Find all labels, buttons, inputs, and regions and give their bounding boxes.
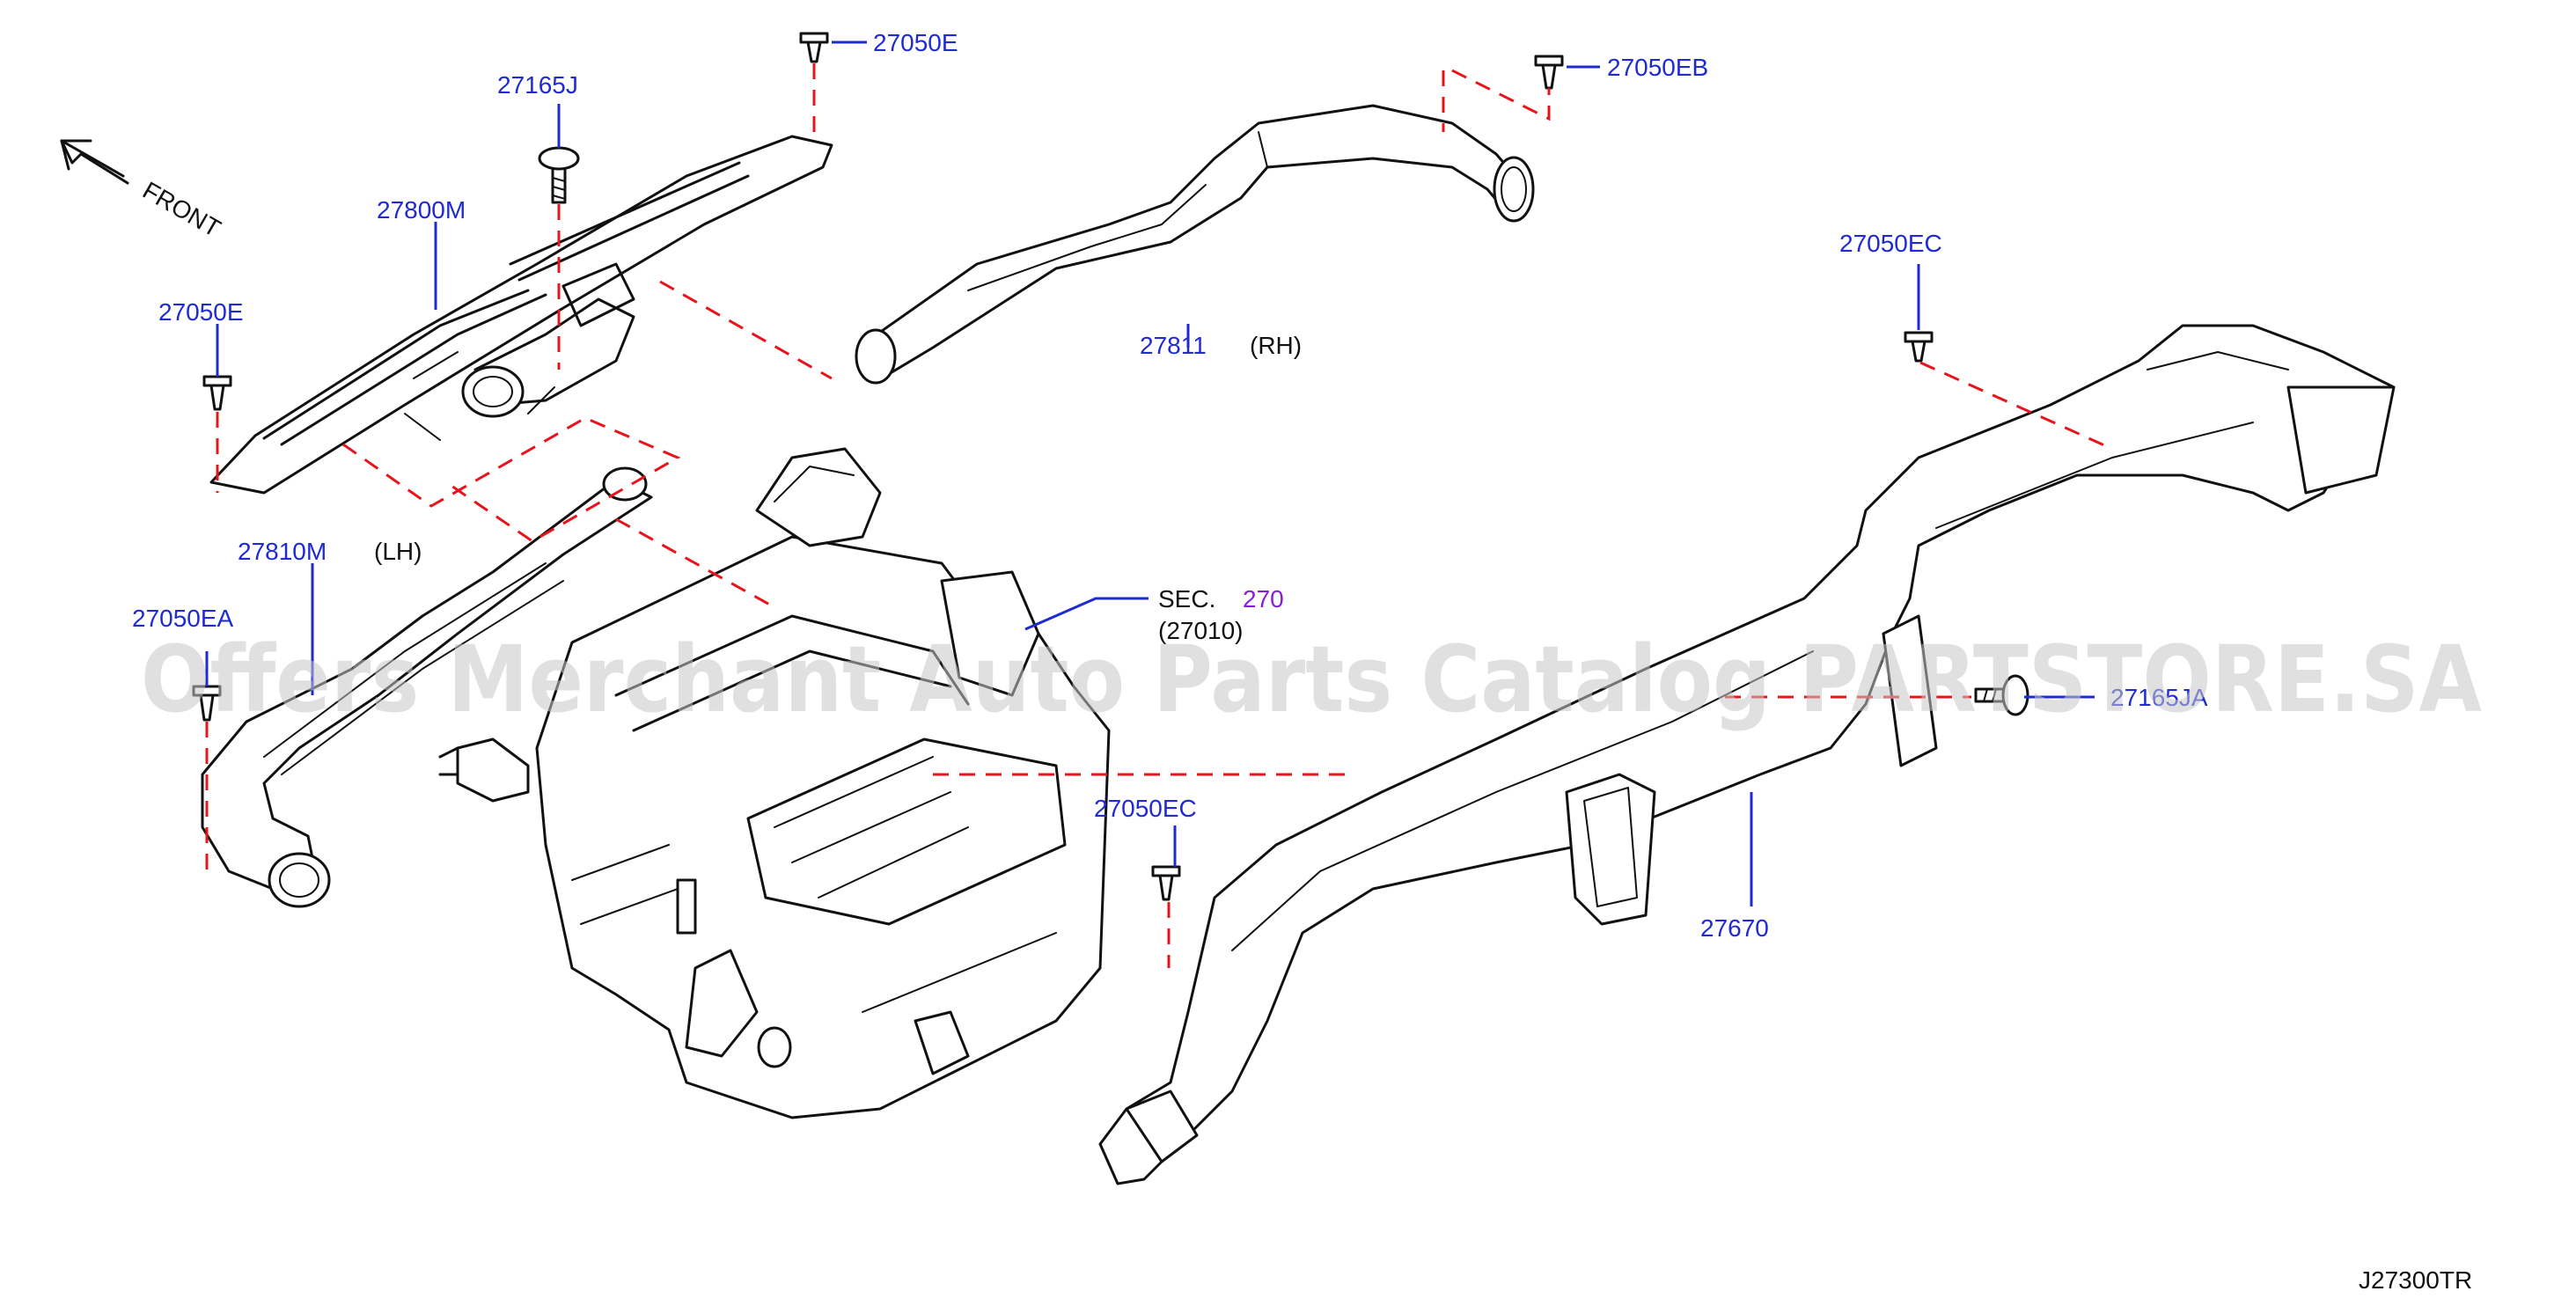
- watermark: Offers Merchant Auto Parts Catalog PARTS…: [141, 626, 2482, 733]
- clip-27050e-left-icon: [202, 375, 232, 411]
- label-27165j: 27165J: [497, 71, 578, 99]
- clip-27050ec-right-icon: [1904, 331, 1934, 363]
- label-27165ja: 27165JA: [2110, 684, 2208, 711]
- sec-number: 270: [1243, 585, 1284, 613]
- front-arrow-icon: [60, 139, 129, 185]
- diagram-code: J27300TR: [2359, 1266, 2472, 1294]
- defroster-nozzle-27800m: [209, 135, 833, 495]
- main-duct-27670: [1098, 324, 2396, 1185]
- label-27050eb: 27050EB: [1607, 54, 1708, 81]
- label-27811: 27811: [1140, 332, 1207, 359]
- sec-prefix: SEC.: [1158, 585, 1215, 613]
- label-27050e-top: 27050E: [873, 29, 958, 56]
- assembly-lines: [205, 63, 2113, 968]
- label-lh: (LH): [374, 538, 422, 565]
- label-27050ea: 27050EA: [132, 605, 234, 632]
- screw-27165ja-icon: [1974, 674, 2029, 716]
- label-27050ec-mid: 27050EC: [1094, 795, 1197, 822]
- leader-lines: [205, 40, 2095, 906]
- screw-27165j-icon: [538, 146, 580, 204]
- clip-27050ea-icon: [192, 685, 222, 722]
- label-27050ec-right: 27050EC: [1839, 230, 1942, 257]
- label-27800m: 27800M: [377, 196, 466, 224]
- rh-duct-27811: [855, 104, 1535, 385]
- label-rh: (RH): [1250, 332, 1302, 359]
- sec-sub: (27010): [1158, 617, 1244, 644]
- clip-27050ec-mid-icon: [1151, 865, 1181, 901]
- lh-duct-27810m: [201, 466, 653, 908]
- front-label: FRONT: [138, 176, 225, 242]
- label-27810m: 27810M: [238, 538, 327, 565]
- clip-27050e-top-icon: [799, 32, 829, 63]
- clip-27050eb-icon: [1534, 55, 1564, 90]
- label-27670: 27670: [1700, 914, 1769, 942]
- label-27050e-left: 27050E: [158, 298, 244, 326]
- heater-unit: [438, 447, 1111, 1119]
